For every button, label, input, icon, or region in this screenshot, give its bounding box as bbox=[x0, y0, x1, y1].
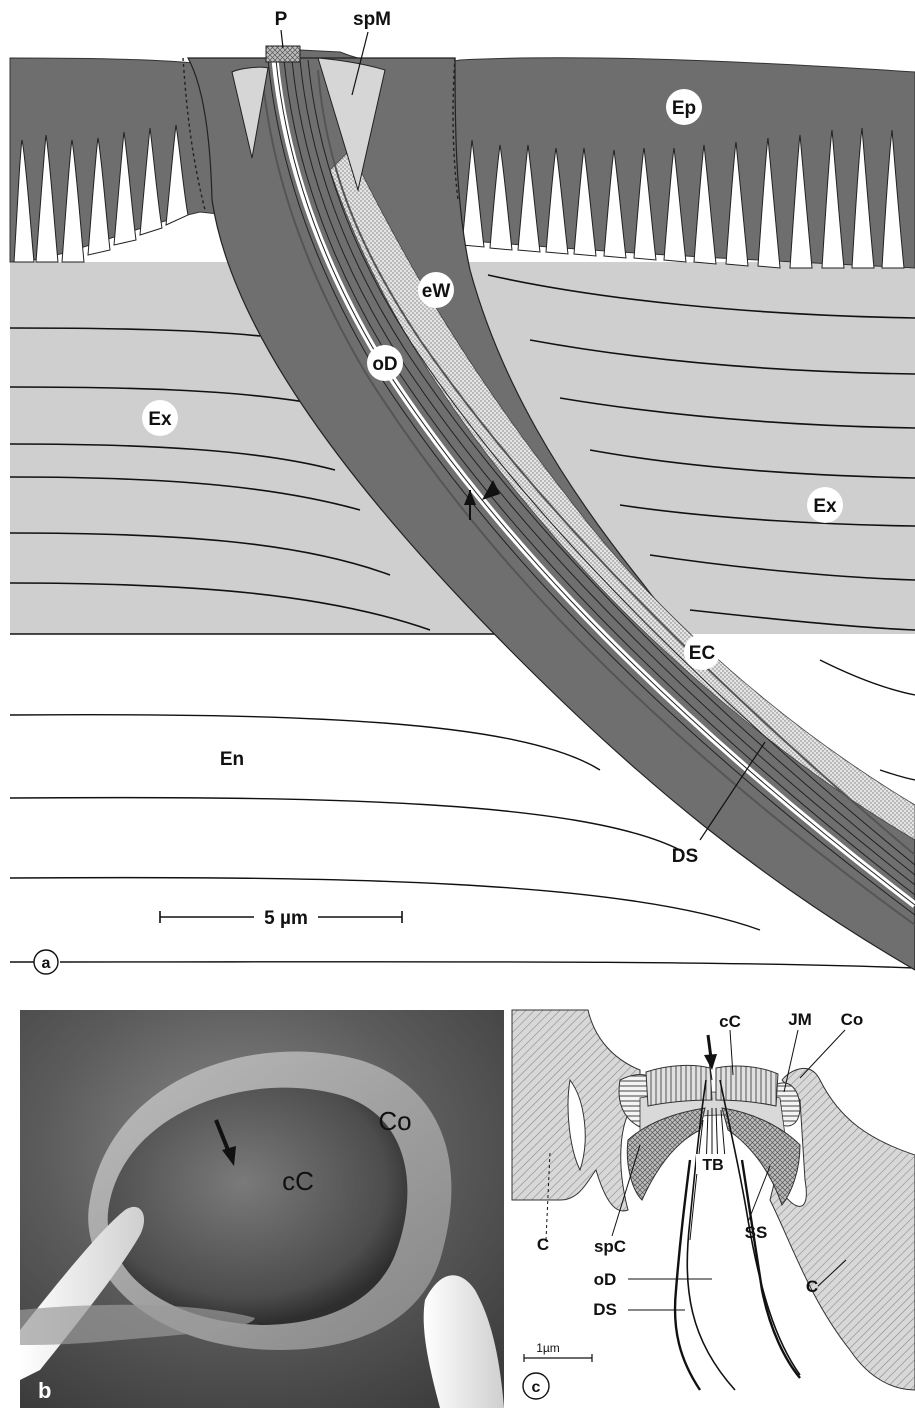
label-JM: JM bbox=[788, 1010, 812, 1029]
scale-bar-c: 1µm bbox=[524, 1341, 592, 1362]
svg-text:DS: DS bbox=[672, 846, 698, 867]
label-Co-c: Co bbox=[841, 1010, 864, 1029]
label-cC-b: cC bbox=[282, 1166, 314, 1196]
label-EC: EC bbox=[684, 634, 720, 670]
panel-a: P spM Ep eW oD Ex Ex EC bbox=[10, 9, 915, 974]
label-eW: eW bbox=[418, 272, 454, 308]
label-C-right: C bbox=[806, 1277, 818, 1296]
svg-text:Ex: Ex bbox=[813, 496, 837, 517]
svg-text:P: P bbox=[275, 9, 288, 30]
arrow-icon bbox=[704, 1035, 717, 1070]
label-En: En bbox=[220, 749, 244, 770]
label-Co-b: Co bbox=[378, 1106, 411, 1136]
label-spC: spC bbox=[594, 1237, 626, 1256]
label-Ep: Ep bbox=[666, 89, 702, 125]
svg-text:spM: spM bbox=[353, 9, 391, 30]
label-DS-c: DS bbox=[593, 1300, 617, 1319]
svg-text:c: c bbox=[532, 1379, 541, 1396]
cuticular-cap-c bbox=[646, 1065, 712, 1106]
label-SS: SS bbox=[745, 1223, 768, 1242]
label-Ex-right: Ex bbox=[807, 487, 843, 523]
label-TB: TB bbox=[696, 1154, 730, 1174]
label-oD: oD bbox=[367, 345, 403, 381]
panel-label-c: c bbox=[523, 1373, 549, 1399]
svg-text:En: En bbox=[220, 749, 244, 770]
svg-text:a: a bbox=[42, 955, 51, 972]
label-oD-c: oD bbox=[594, 1270, 617, 1289]
svg-text:oD: oD bbox=[372, 354, 397, 375]
panel-label-b: b bbox=[38, 1378, 51, 1403]
svg-text:TB: TB bbox=[702, 1157, 723, 1174]
panel-b: Co cC b bbox=[20, 1010, 504, 1408]
label-P: P bbox=[275, 9, 288, 48]
svg-text:5 µm: 5 µm bbox=[264, 908, 308, 929]
svg-text:eW: eW bbox=[422, 281, 451, 302]
panel-c: cC JM Co TB C spC SS oD DS C 1µm c bbox=[512, 1010, 915, 1399]
pore-plug bbox=[266, 46, 300, 62]
label-Ex-left: Ex bbox=[142, 400, 178, 436]
svg-text:Ep: Ep bbox=[672, 98, 696, 119]
panel-label-a: a bbox=[34, 950, 58, 974]
label-cC-c: cC bbox=[719, 1012, 741, 1031]
svg-text:Ex: Ex bbox=[148, 409, 172, 430]
svg-text:1µm: 1µm bbox=[536, 1341, 560, 1355]
label-C-left: C bbox=[537, 1235, 549, 1254]
svg-text:EC: EC bbox=[689, 643, 716, 664]
